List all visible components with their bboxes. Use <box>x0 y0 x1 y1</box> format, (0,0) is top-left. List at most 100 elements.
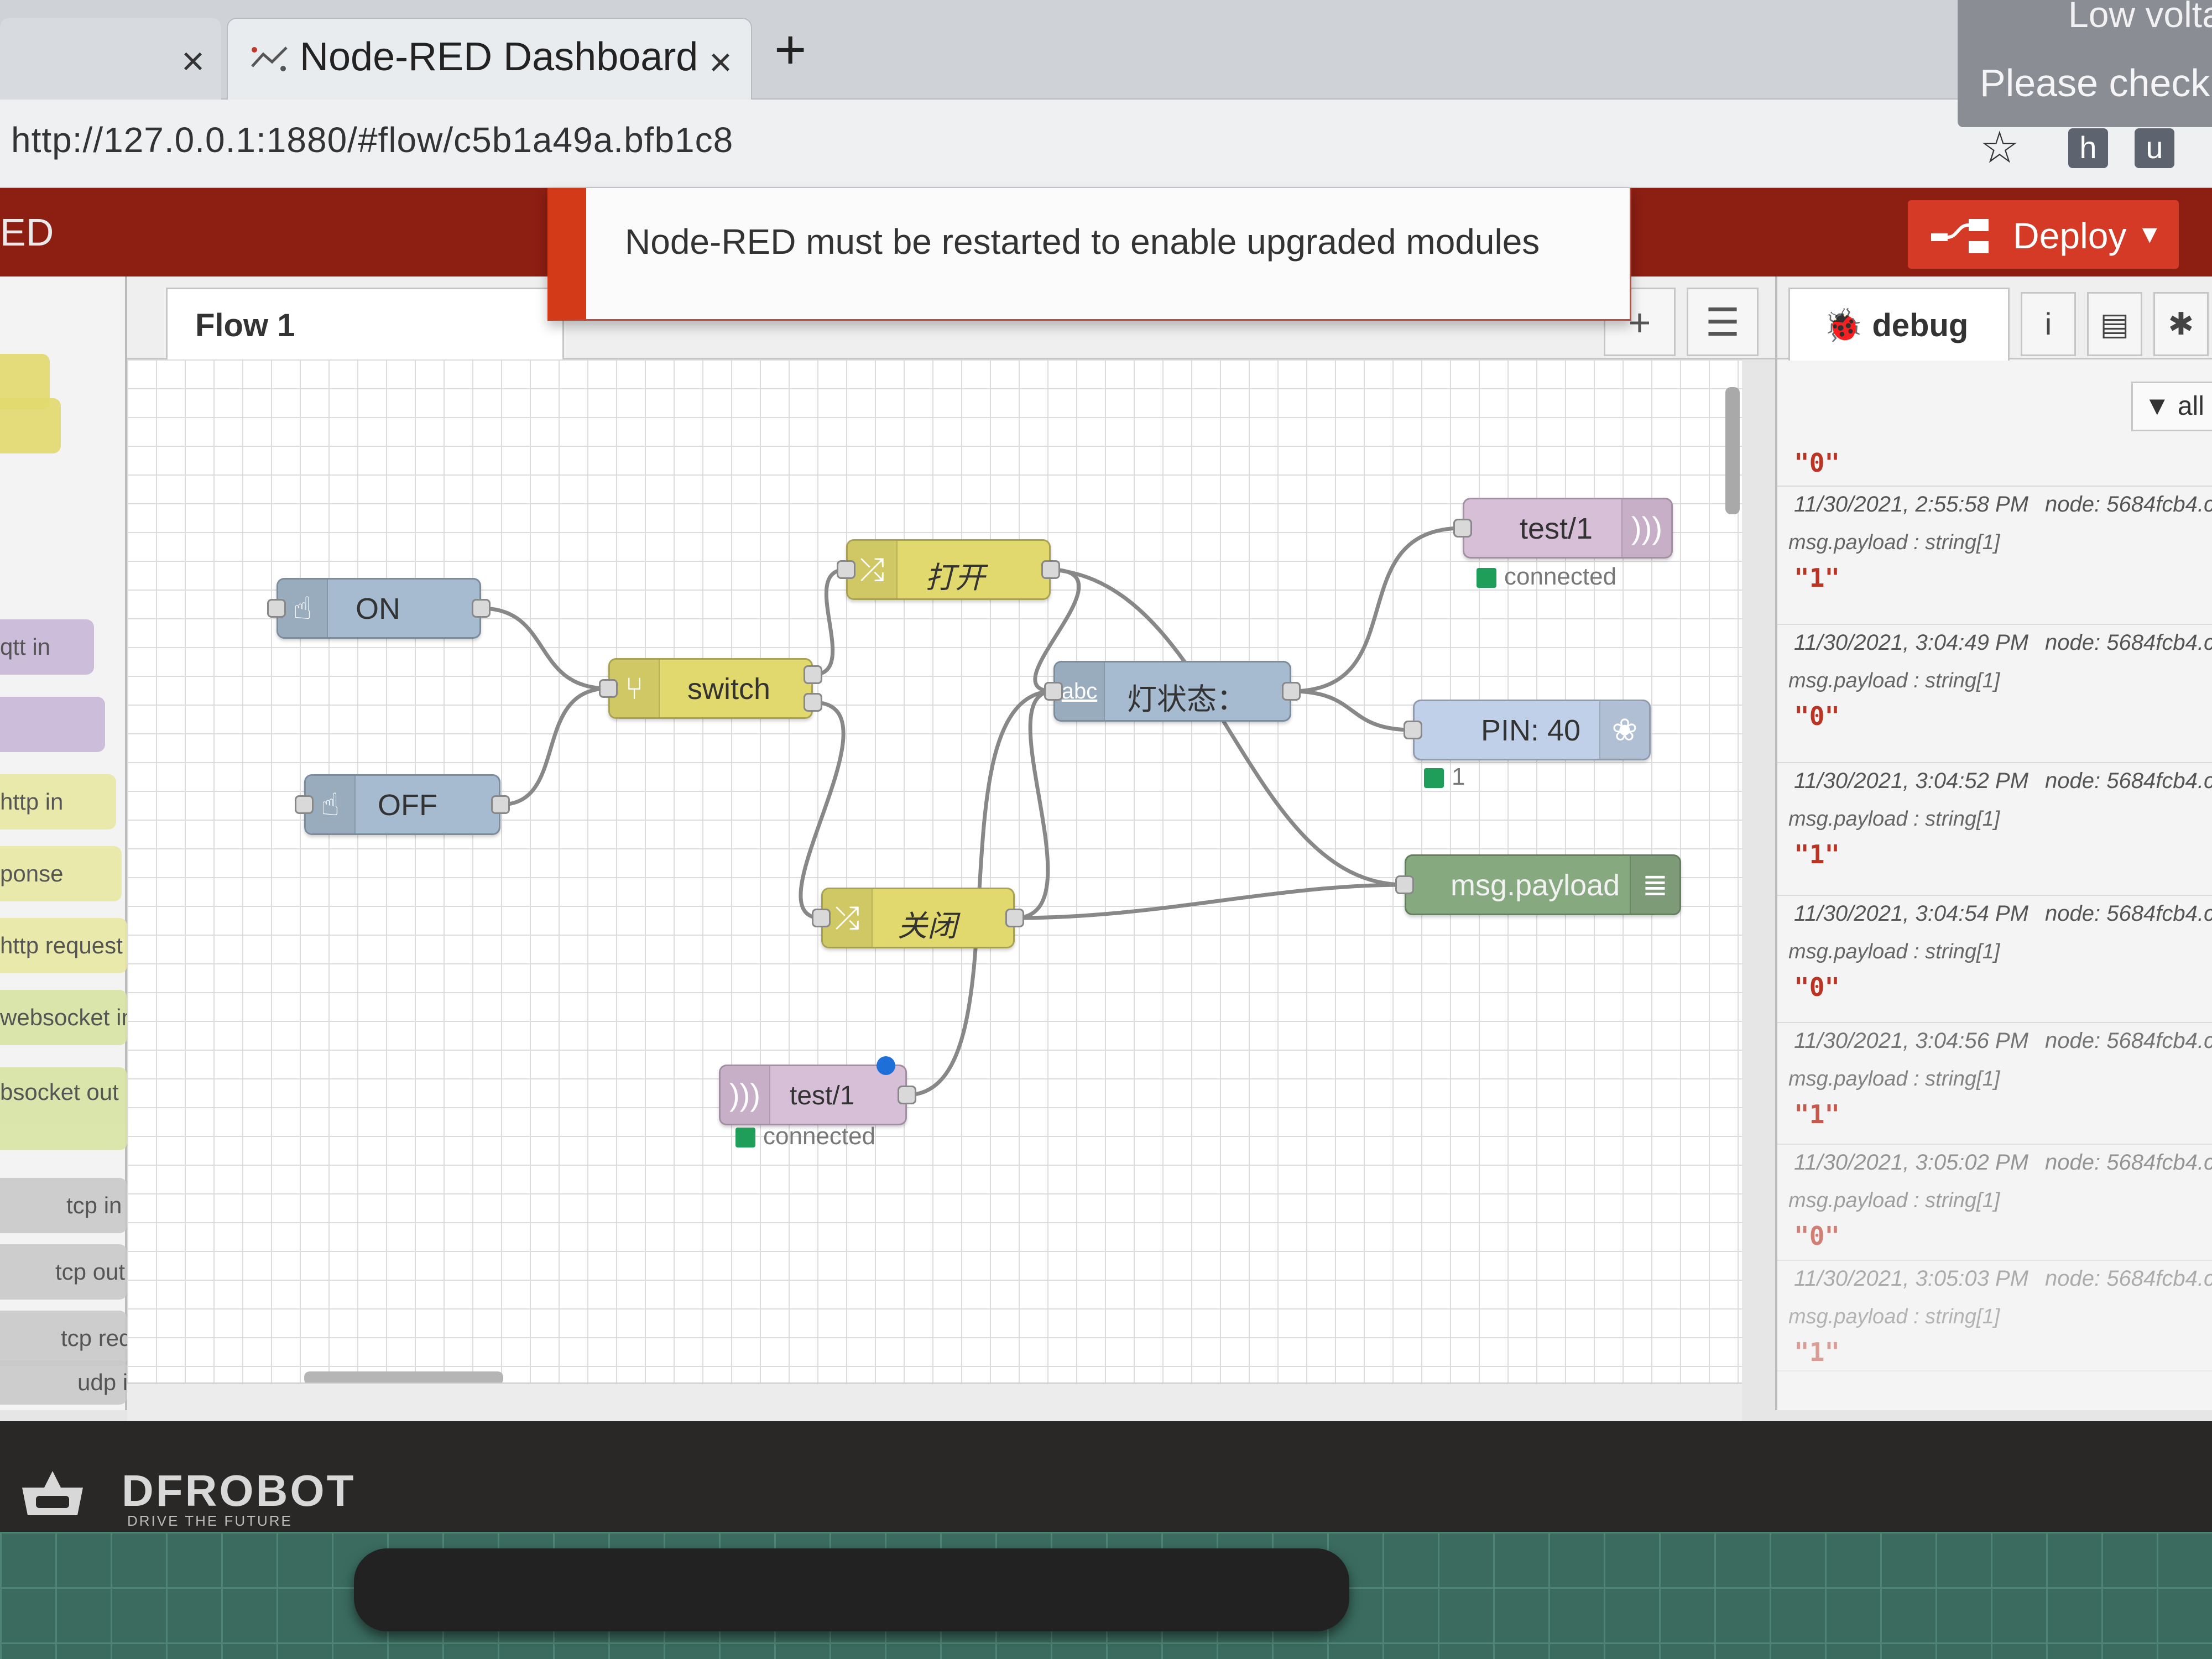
info-icon[interactable]: i <box>2021 292 2076 356</box>
node-label: test/1 <box>1520 512 1593 545</box>
workspace-footer <box>127 1383 1742 1421</box>
mqtt-in-node[interactable]: ))) test/1 <box>719 1065 907 1125</box>
radio-waves-icon: ))) <box>721 1066 770 1124</box>
switch-branch-icon: ⑂ <box>610 660 660 717</box>
palette-node[interactable]: tcp out <box>0 1244 127 1300</box>
palette-node[interactable]: tcp request <box>0 1311 127 1366</box>
node-port[interactable] <box>491 795 510 814</box>
url-field[interactable]: http://127.0.0.1:1880/#flow/c5b1a49a.bfb… <box>11 120 734 160</box>
node-port[interactable] <box>804 693 822 712</box>
rpi-gpio-node[interactable]: PIN: 40 ❀ <box>1413 700 1651 760</box>
inject-node-off[interactable]: ☝ OFF <box>304 774 500 835</box>
node-label: test/1 <box>790 1081 855 1110</box>
system-notification[interactable]: Low volta Please check yo <box>1958 0 2212 127</box>
notification-body: Please check yo <box>1980 61 2212 105</box>
bookmark-star-icon[interactable]: ☆ <box>1980 123 2020 172</box>
node-port[interactable] <box>898 1086 916 1104</box>
tab-flow-1[interactable]: Flow 1 <box>166 288 564 361</box>
hand-pointer-icon: ☝ <box>306 776 356 833</box>
notification-title: Low volta <box>2068 0 2212 35</box>
bug-icon[interactable]: ✱ <box>2153 292 2209 356</box>
list-lines-icon[interactable]: ≣ <box>1630 856 1679 914</box>
node-port[interactable] <box>804 665 822 684</box>
flow-list-icon[interactable]: ☰ <box>1687 288 1759 356</box>
palette-node[interactable]: udp in <box>0 1360 127 1405</box>
palette-node[interactable] <box>0 398 61 453</box>
monitor-brand: DFROBOT <box>122 1466 356 1515</box>
node-port[interactable] <box>1044 682 1063 701</box>
raspberry-pi-icon: ❀ <box>1599 701 1649 759</box>
palette-node[interactable]: websocket in <box>0 990 127 1045</box>
debug-path: msg.payload : string[1] <box>1788 669 2000 692</box>
node-port[interactable] <box>812 909 831 927</box>
node-port[interactable] <box>1453 519 1472 538</box>
sidebar: 🐞 debug i ▤ ✱ ▼ all "0" 11/30/2021, 2:55… <box>1775 276 2212 1410</box>
palette-node[interactable]: qtt in <box>0 619 94 675</box>
debug-value: "1" <box>1794 1337 1840 1367</box>
palette-node[interactable]: tcp in <box>0 1178 127 1233</box>
chevron-down-icon[interactable]: ▼ <box>2137 220 2162 248</box>
debug-filter-button[interactable]: ▼ all <box>2131 382 2212 431</box>
mqtt-out-node[interactable]: test/1 ))) <box>1463 498 1673 559</box>
palette-node[interactable]: http in <box>0 774 116 830</box>
node-label: PIN: 40 <box>1481 714 1581 747</box>
inject-node-on[interactable]: ☝ ON <box>276 578 481 639</box>
node-label: ON <box>356 592 400 625</box>
node-port[interactable] <box>1041 560 1060 579</box>
node-label: switch <box>687 672 771 706</box>
debug-value: "0" <box>1794 972 1840 1002</box>
palette-node[interactable]: bsocket out <box>0 1067 127 1150</box>
deploy-button[interactable]: Deploy ▼ <box>1908 200 2179 269</box>
node-port[interactable] <box>1395 875 1414 894</box>
debug-message[interactable]: "0" <box>1777 442 2212 487</box>
browser-tab-active[interactable]: Node-RED Dashboard × <box>227 18 752 101</box>
browser-tab-previous[interactable]: × <box>0 18 221 101</box>
palette-node[interactable]: http request <box>0 918 127 973</box>
book-icon[interactable]: ▤ <box>2087 292 2142 356</box>
switch-node[interactable]: ⑂ switch <box>608 658 813 719</box>
tab-debug[interactable]: 🐞 debug <box>1788 288 2010 361</box>
node-port[interactable] <box>1282 682 1301 701</box>
extension-u-button[interactable]: u <box>2135 128 2174 168</box>
change-node-close[interactable]: ⤮ 关闭 <box>821 888 1015 948</box>
new-tab-button[interactable]: + <box>774 19 807 81</box>
node-label: 关闭 <box>898 910 957 943</box>
shuffle-icon: ⤮ <box>848 541 898 598</box>
debug-value: "1" <box>1794 1099 1840 1129</box>
debug-value: "1" <box>1794 563 1840 593</box>
node-port[interactable] <box>295 795 314 814</box>
node-port[interactable] <box>1404 721 1422 739</box>
sidebar-tab-bar: 🐞 debug i ▤ ✱ <box>1777 276 2212 361</box>
debug-node[interactable]: msg.payload ≣ <box>1405 854 1681 915</box>
tab-close-icon[interactable]: × <box>708 40 732 85</box>
palette-node[interactable]: ponse <box>0 846 122 901</box>
change-node-open[interactable]: ⤮ 打开 <box>846 539 1051 600</box>
node-port[interactable] <box>837 560 855 579</box>
node-port[interactable] <box>267 599 286 618</box>
workspace-vertical-scrollbar[interactable] <box>1725 387 1740 514</box>
node-port[interactable] <box>472 599 491 618</box>
node-port[interactable] <box>1005 909 1024 927</box>
template-node[interactable]: abc 灯状态： <box>1053 661 1291 722</box>
debug-value: "0" <box>1794 701 1840 731</box>
node-port[interactable] <box>599 679 618 698</box>
extension-h-button[interactable]: h <box>2068 128 2108 168</box>
node-label: 灯状态： <box>1127 683 1246 716</box>
palette-node[interactable] <box>0 697 105 752</box>
status-connected-icon <box>735 1128 755 1147</box>
tab-close-icon[interactable]: × <box>181 39 205 84</box>
mqtt-out-status: connected <box>1477 563 1616 591</box>
monitor-tagline: DRIVE THE FUTURE <box>127 1512 293 1529</box>
debug-path: msg.payload : string[1] <box>1788 531 2000 554</box>
deploy-icon <box>1931 219 1989 253</box>
